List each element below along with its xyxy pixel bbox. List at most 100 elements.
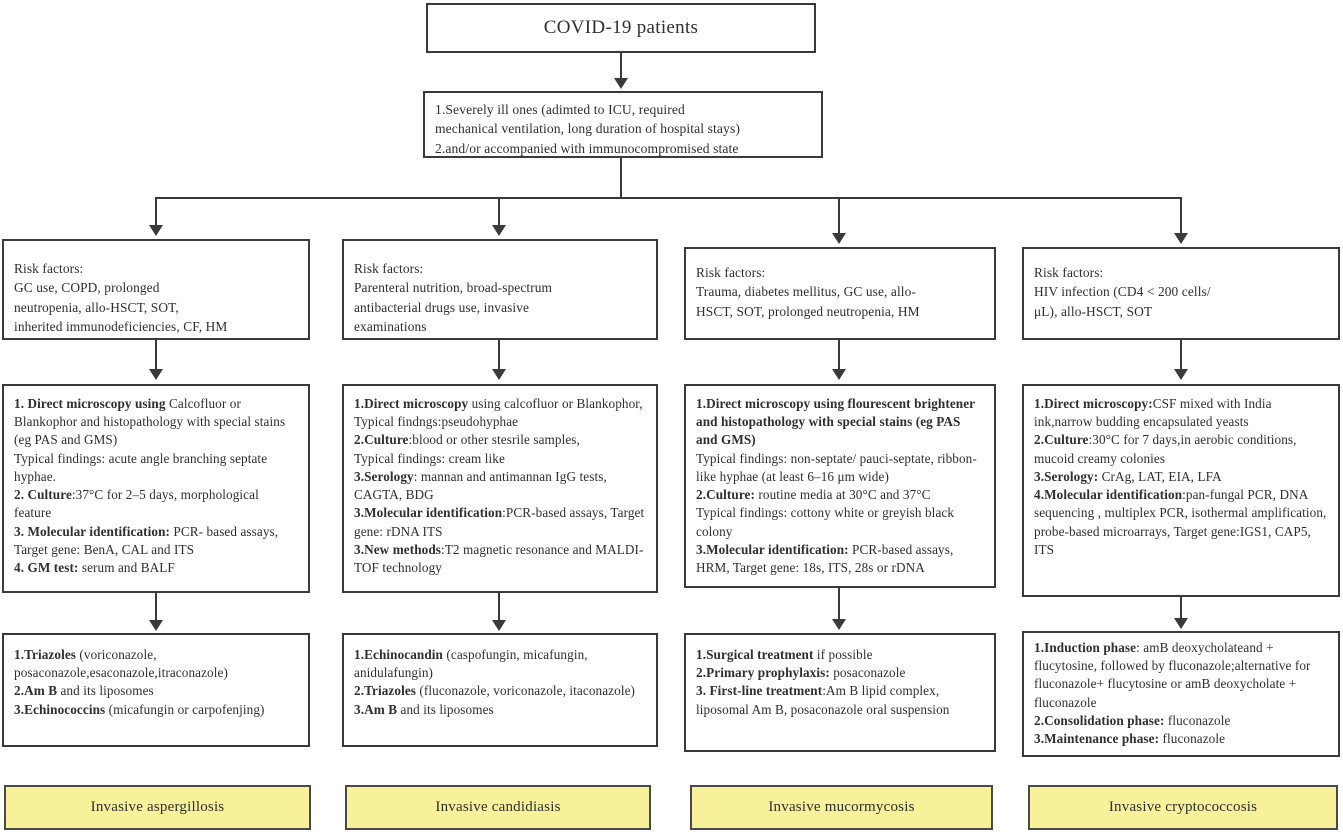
connector-branch-drop-1 <box>155 197 157 227</box>
node-outcome-cryptococcosis[interactable]: Invasive cryptococcosis <box>1028 785 1338 830</box>
diagnostics-list: 1.Direct microscopy using calcofluor or … <box>344 386 656 583</box>
list-item: 4.Molecular identification:pan-fungal PC… <box>1034 487 1327 557</box>
treatment-list: 1.Triazoles (voriconazole, posaconazole,… <box>4 635 308 725</box>
list-item: 3.Serology: mannan and antimannan IgG te… <box>354 468 607 503</box>
list-item: 1.Direct microscopy using flourescent br… <box>696 396 975 448</box>
list-item: 3.Molecular identification: PCR-based as… <box>696 541 954 575</box>
node-risk-factors-aspergillosis[interactable]: Risk factors: GC use, COPD, prolonged ne… <box>2 239 310 340</box>
arrowhead-diag-2 <box>492 369 506 380</box>
arrowhead-branch-3 <box>832 233 846 244</box>
list-item: Typical findings: acute angle branching … <box>14 450 268 484</box>
list-item: 2.Culture: routine media at 30°C and 37°… <box>696 487 931 503</box>
treatment-list: 1.Surgical treatment if possible 2.Primar… <box>686 635 994 725</box>
arrowhead-treat-1 <box>149 620 163 631</box>
list-item: Typical findngs:pseudohyphae <box>354 414 519 430</box>
node-covid19-patients[interactable]: COVID-19 patients <box>426 3 816 53</box>
list-item: 3.New methods:T2 magnetic resonance and … <box>354 541 644 575</box>
list-item: 1.Surgical treatment if possible <box>696 647 873 662</box>
risk-line: GC use, COPD, prolonged <box>14 280 160 296</box>
risk-line: Trauma, diabetes mellitus, GC use, allo- <box>696 284 916 300</box>
arrowhead-root-to-criteria <box>614 78 628 89</box>
connector-diag-to-treat-3 <box>838 588 840 621</box>
risk-line: examinations <box>354 318 427 334</box>
node-diagnostics-aspergillosis[interactable]: 1. Direct microscopy using Calcofluor or… <box>2 384 310 593</box>
list-item: 3.Molecular identification:PCR-based ass… <box>354 505 645 539</box>
treatment-list: 1.Echinocandin (caspofungin, micafungin,… <box>344 635 656 725</box>
criteria-line-3: 2.and/or accompanied with immunocompromi… <box>435 140 739 156</box>
risk-heading: Risk factors: <box>1034 265 1104 280</box>
arrowhead-diag-3 <box>832 369 846 380</box>
list-item: 2.Primary prophylaxis: posaconazole <box>696 665 906 681</box>
treatment-list: 1.Induction phase: amB deoxycholateand +… <box>1024 633 1338 754</box>
node-treatment-cryptococcosis[interactable]: 1.Induction phase: amB deoxycholateand +… <box>1022 631 1340 757</box>
criteria-line-1: 1.Severely ill ones (adimted to ICU, req… <box>435 102 685 117</box>
risk-line: antibacterial drugs use, invasive <box>354 299 530 315</box>
node-outcome-aspergillosis[interactable]: Invasive aspergillosis <box>4 785 311 830</box>
list-item: 3.Am B and its liposomes <box>354 701 494 717</box>
node-treatment-candidiasis[interactable]: 1.Echinocandin (caspofungin, micafungin,… <box>342 633 658 747</box>
list-item: 2.Culture:30°C for 7 days,in aerobic con… <box>1034 432 1297 466</box>
list-item: 3.Maintenance phase: fluconazole <box>1034 731 1226 747</box>
list-item: 2.Triazoles (fluconazole, voriconazole, … <box>354 683 636 699</box>
risk-line: HSCT, SOT, prolonged neutropenia, HM <box>696 303 920 319</box>
list-item: Typical findings: cream like <box>354 450 505 466</box>
node-outcome-candidiasis[interactable]: Invasive candidiasis <box>345 785 651 830</box>
arrowhead-treat-4 <box>1174 618 1188 629</box>
list-item: 1.Induction phase: amB deoxycholateand +… <box>1034 640 1311 710</box>
list-item: Typical findings: cottony white or greyi… <box>696 505 955 539</box>
node-risk-factors-mucormycosis[interactable]: Risk factors: Trauma, diabetes mellitus,… <box>684 247 996 340</box>
risk-line: HIV infection (CD4 < 200 cells/ <box>1034 284 1211 300</box>
list-item: 4. GM test: serum and BALF <box>14 559 175 575</box>
diagnostics-list: 1. Direct microscopy using Calcofluor or… <box>4 386 308 583</box>
connector-risk-to-diag-4 <box>1180 340 1182 370</box>
node-severity-criteria[interactable]: 1.Severely ill ones (adimted to ICU, req… <box>423 91 823 158</box>
connector-branch-drop-4 <box>1180 197 1182 235</box>
outcome-label: Invasive cryptococcosis <box>1108 799 1258 815</box>
node-outcome-mucormycosis[interactable]: Invasive mucormycosis <box>690 785 993 830</box>
node-diagnostics-candidiasis[interactable]: 1.Direct microscopy using calcofluor or … <box>342 384 658 593</box>
outcome-label: Invasive aspergillosis <box>90 799 225 815</box>
connector-diag-to-treat-4 <box>1180 597 1182 621</box>
node-treatment-aspergillosis[interactable]: 1.Triazoles (voriconazole, posaconazole,… <box>2 633 310 747</box>
risk-heading: Risk factors: <box>14 261 84 276</box>
list-item: 2.Consolidation phase: fluconazole <box>1034 712 1231 728</box>
list-item: 3. Molecular identification: PCR- based … <box>14 523 279 557</box>
connector-risk-to-diag-1 <box>155 340 157 370</box>
arrowhead-treat-2 <box>492 620 506 631</box>
arrowhead-branch-4 <box>1174 233 1188 244</box>
list-item: 1.Echinocandin (caspofungin, micafungin,… <box>354 647 588 681</box>
list-item: Typical findings: non-septate/ pauci-sep… <box>696 450 977 484</box>
connector-criteria-stem <box>620 158 622 198</box>
risk-heading: Risk factors: <box>354 261 424 276</box>
criteria-line-2: mechanical ventilation, long duration of… <box>435 121 740 137</box>
list-item: 2.Am B and its liposomes <box>14 683 154 699</box>
node-risk-factors-cryptococcosis[interactable]: Risk factors: HIV infection (CD4 < 200 c… <box>1022 247 1340 340</box>
list-item: 2.Culture:blood or other stesrile sample… <box>354 432 580 448</box>
connector-risk-to-diag-3 <box>838 340 840 370</box>
outcome-label: Invasive mucormycosis <box>768 799 915 815</box>
list-item: 3.Serology: CrAg, LAT, EIA, LFA <box>1034 468 1222 484</box>
node-risk-factors-candidiasis[interactable]: Risk factors: Parenteral nutrition, broa… <box>342 239 658 340</box>
list-item: 2. Culture:37°C for 2–5 days, morphologi… <box>14 487 259 521</box>
list-item: 1.Direct microscopy using calcofluor or … <box>354 396 643 411</box>
connector-diag-to-treat-1 <box>155 593 157 622</box>
connector-branch-bus <box>155 197 1181 199</box>
node-diagnostics-cryptococcosis[interactable]: 1.Direct microscopy:CSF mixed with India… <box>1022 384 1340 597</box>
diagnostics-list: 1.Direct microscopy:CSF mixed with India… <box>1024 386 1338 565</box>
arrowhead-treat-3 <box>832 619 846 630</box>
risk-line: inherited immunodeficiencies, CF, HM <box>14 318 228 334</box>
node-diagnostics-mucormycosis[interactable]: 1.Direct microscopy using flourescent br… <box>684 384 996 588</box>
risk-line: Parenteral nutrition, broad-spectrum <box>354 280 553 296</box>
list-item: 3.Echinococcins (micafungin or carpofenj… <box>14 701 265 717</box>
connector-diag-to-treat-2 <box>498 593 500 622</box>
diagnostics-list: 1.Direct microscopy using flourescent br… <box>686 386 994 583</box>
connector-risk-to-diag-2 <box>498 340 500 370</box>
risk-heading: Risk factors: <box>696 265 766 280</box>
connector-branch-drop-2 <box>498 197 500 227</box>
node-treatment-mucormycosis[interactable]: 1.Surgical treatment if possible 2.Primar… <box>684 633 996 752</box>
risk-line: neutropenia, allo-HSCT, SOT, <box>14 299 179 315</box>
list-item: 1.Direct microscopy:CSF mixed with India… <box>1034 396 1272 430</box>
arrowhead-branch-1 <box>149 225 163 236</box>
connector-branch-drop-3 <box>838 197 840 235</box>
